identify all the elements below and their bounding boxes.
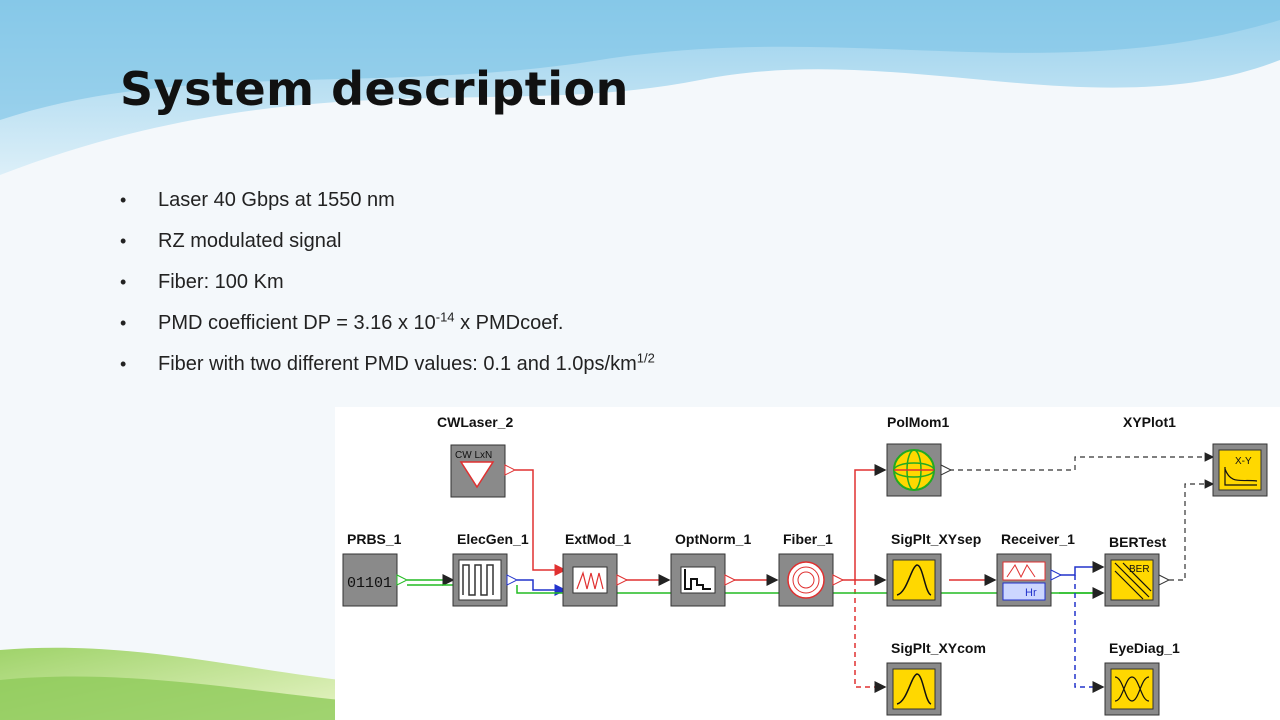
bullet-dot-icon: • xyxy=(120,231,127,251)
output-port-icon xyxy=(506,574,519,586)
bullet-text: Laser 40 Gbps at 1550 nm xyxy=(158,189,395,211)
bullet-dot-icon: • xyxy=(120,354,127,374)
block-label: BERTest xyxy=(1109,534,1167,550)
block-label: ExtMod_1 xyxy=(565,531,631,547)
block-label: SigPlt_XYcom xyxy=(891,640,986,656)
bullet-text: Fiber: 100 Km xyxy=(158,271,284,293)
output-port-icon xyxy=(724,574,737,586)
block-fiber[interactable]: Fiber_1 xyxy=(778,531,845,607)
block-label: Fiber_1 xyxy=(783,531,833,547)
output-port-icon xyxy=(832,574,845,586)
modulator-icon xyxy=(576,570,604,590)
output-port-icon xyxy=(1158,574,1171,586)
block-prbs[interactable]: PRBS_1 01101 xyxy=(342,531,409,607)
block-receiver[interactable]: Receiver_1 Hr xyxy=(996,531,1075,607)
bullet-superscript: 1/2 xyxy=(636,350,655,366)
xy-plot-icon xyxy=(1224,467,1258,486)
bullet-list: • Laser 40 Gbps at 1550 nm • RZ modulate… xyxy=(120,180,655,385)
ber-curve-icon xyxy=(1114,562,1152,600)
output-port-icon xyxy=(940,464,953,476)
normalizer-icon xyxy=(684,569,711,590)
output-port-icon xyxy=(396,574,409,586)
photodiode-icon xyxy=(1006,564,1036,579)
block-label: XYPlot1 xyxy=(1123,414,1176,430)
block-icon-text: 01101 xyxy=(347,575,392,592)
block-label: ElecGen_1 xyxy=(457,531,529,547)
block-label: SigPlt_XYsep xyxy=(891,531,981,547)
block-label: PolMom1 xyxy=(887,414,949,430)
block-icon-text: CW LxN xyxy=(455,450,492,461)
bullet-item: • Fiber with two different PMD values: 0… xyxy=(120,344,655,385)
bullet-text: PMD coefficient DP = 3.16 x 10 xyxy=(158,312,436,334)
system-block-diagram: CWLaser_2 CW LxN PRBS_1 01101 ElecGen_1 … xyxy=(335,407,1280,720)
bullet-text-tail: x PMDcoef. xyxy=(454,312,564,334)
pulse-train-icon xyxy=(462,564,494,596)
bullet-item: • RZ modulated signal xyxy=(120,221,655,262)
block-icon-text: Hr xyxy=(1025,587,1037,599)
block-extmod[interactable]: ExtMod_1 xyxy=(562,531,631,607)
block-elecgen[interactable]: ElecGen_1 xyxy=(452,531,529,607)
block-label: Receiver_1 xyxy=(1001,531,1075,547)
slide-title: System description xyxy=(120,62,629,116)
block-sigplt-xysep[interactable]: SigPlt_XYsep xyxy=(886,531,981,607)
bullet-item: • Fiber: 100 Km xyxy=(120,262,655,303)
bullet-dot-icon: • xyxy=(120,190,127,210)
bullet-superscript: -14 xyxy=(435,309,455,325)
block-label: OptNorm_1 xyxy=(675,531,751,547)
bullet-text: Fiber with two different PMD values: 0.1… xyxy=(158,353,637,375)
block-icon-text: BER xyxy=(1129,564,1150,575)
bullet-item: • Laser 40 Gbps at 1550 nm xyxy=(120,180,655,221)
bullet-text: RZ modulated signal xyxy=(158,230,342,252)
output-port-icon xyxy=(504,464,517,476)
eye-diagram-icon xyxy=(1114,676,1150,702)
block-icon-text: X-Y xyxy=(1235,456,1252,467)
block-cwlaser[interactable]: CWLaser_2 CW LxN xyxy=(437,414,517,498)
output-port-icon xyxy=(1050,569,1063,581)
block-xyplot[interactable]: XYPlot1 X-Y xyxy=(1123,414,1268,497)
signal-plot-icon xyxy=(896,564,932,596)
block-optnorm[interactable]: OptNorm_1 xyxy=(670,531,751,607)
laser-triangle-icon xyxy=(459,461,495,489)
block-label: CWLaser_2 xyxy=(437,414,513,430)
block-polmom[interactable]: PolMom1 xyxy=(886,414,953,497)
connections xyxy=(407,452,1215,693)
signal-plot-icon xyxy=(896,673,932,705)
block-sigplt-xycom[interactable]: SigPlt_XYcom xyxy=(886,640,986,716)
block-eyediag[interactable]: EyeDiag_1 xyxy=(1104,640,1180,716)
bullet-dot-icon: • xyxy=(120,272,127,292)
bullet-item: • PMD coefficient DP = 3.16 x 10-14 x PM… xyxy=(120,303,655,344)
block-label: EyeDiag_1 xyxy=(1109,640,1180,656)
block-bertest[interactable]: BERTest BER xyxy=(1104,534,1171,607)
output-port-icon xyxy=(616,574,629,586)
block-label: PRBS_1 xyxy=(347,531,402,547)
bullet-dot-icon: • xyxy=(120,313,127,333)
